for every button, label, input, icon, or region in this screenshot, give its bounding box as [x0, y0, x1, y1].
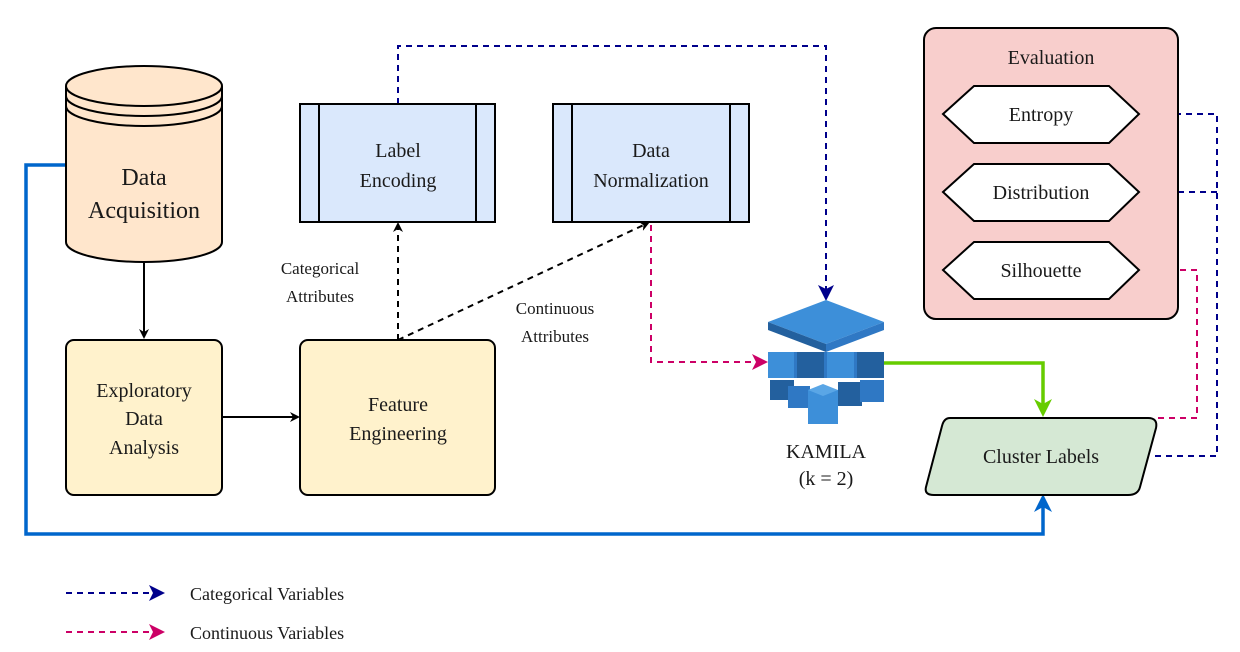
- edge-feature-to-data-normalization: [397, 221, 650, 341]
- feature-engineering-node: Feature Engineering: [299, 339, 496, 496]
- edge-normalization-to-kamila: [650, 225, 768, 370]
- data-normalization-label-2: Normalization: [593, 170, 709, 192]
- cluster-labels-label: Cluster Labels: [983, 446, 1099, 468]
- categorical-attributes-label-2: Attributes: [286, 287, 354, 306]
- label-encoding-node: Label Encoding: [299, 103, 496, 223]
- continuous-attributes-label-1: Continuous: [516, 299, 594, 318]
- edge-kamila-to-cluster-labels: [884, 361, 1052, 417]
- evaluation-panel: Evaluation Entropy Distribution Silhouet…: [923, 27, 1179, 320]
- edge-acquisition-to-cluster-labels: [24, 163, 1052, 536]
- distribution-metric: Distribution: [941, 163, 1141, 222]
- feature-engineering-label-1: Feature: [368, 394, 428, 416]
- kamila-cube-icon: [768, 300, 884, 424]
- cluster-labels-node: Cluster Labels: [924, 417, 1158, 496]
- continuous-attributes-label-2: Attributes: [521, 327, 589, 346]
- eda-label-3: Analysis: [109, 437, 179, 459]
- label-encoding-label-1: Label: [375, 140, 421, 162]
- data-normalization-label-1: Data: [632, 140, 670, 162]
- silhouette-metric: Silhouette: [941, 241, 1141, 300]
- entropy-label: Entropy: [1009, 104, 1073, 126]
- silhouette-label: Silhouette: [1000, 260, 1081, 282]
- legend: Categorical Variables Continuous Variabl…: [66, 584, 344, 643]
- data-acquisition-label-1: Data: [121, 165, 167, 191]
- eda-node: Exploratory Data Analysis: [65, 339, 223, 496]
- data-acquisition-label-2: Acquisition: [88, 198, 200, 224]
- evaluation-title: Evaluation: [1008, 47, 1095, 69]
- data-acquisition-node: Data Acquisition: [65, 65, 223, 263]
- categorical-attributes-label-1: Categorical: [281, 259, 360, 278]
- eda-label-2: Data: [125, 408, 163, 430]
- legend-categorical-label: Categorical Variables: [190, 584, 344, 604]
- kamila-label-2: (k = 2): [799, 468, 854, 490]
- distribution-label: Distribution: [993, 182, 1090, 204]
- kamila-label-1: KAMILA: [786, 441, 867, 463]
- entropy-metric: Entropy: [941, 85, 1141, 144]
- feature-engineering-label-2: Engineering: [349, 423, 447, 445]
- label-encoding-label-2: Encoding: [360, 170, 437, 192]
- data-normalization-node: Data Normalization: [552, 103, 750, 223]
- eda-label-1: Exploratory: [96, 380, 192, 402]
- legend-continuous-label: Continuous Variables: [190, 623, 344, 643]
